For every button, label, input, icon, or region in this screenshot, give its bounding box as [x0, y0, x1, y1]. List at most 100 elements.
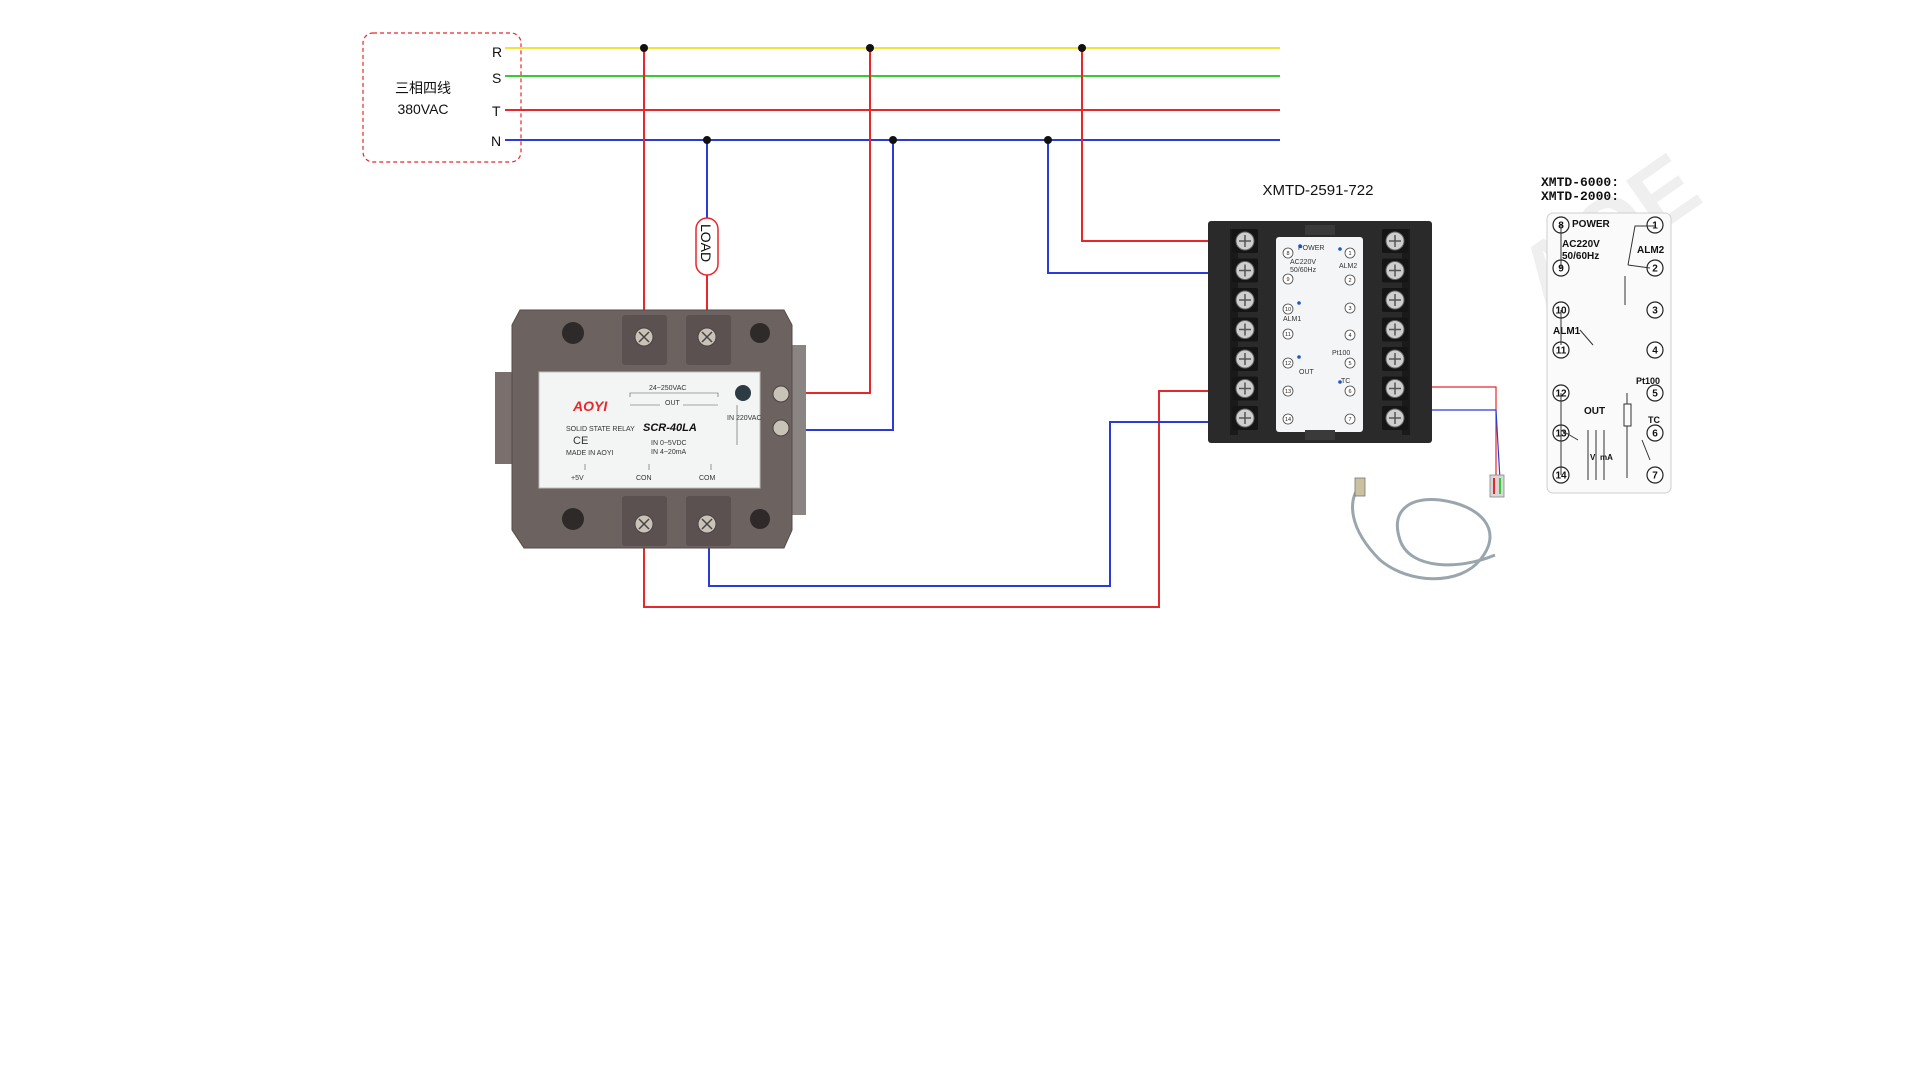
legend-terminal: [1646, 424, 1664, 442]
relay-bottom-label-con: CON: [636, 475, 652, 482]
controller-terminal-number-text: 12: [1285, 361, 1291, 367]
relay-terminal-screw: [772, 419, 790, 437]
relay-voltage: 24~250VAC: [649, 385, 686, 392]
wires: [643, 48, 1501, 608]
legend-terminal-number: 2: [1652, 264, 1658, 275]
relay-bottom-label-com: COM: [699, 475, 716, 482]
controller-terminal-number: [1344, 413, 1356, 425]
wire-N-to-relay-in: [795, 140, 894, 431]
controller-terminal-number-text: 13: [1285, 389, 1291, 395]
legend-out-label: OUT: [1584, 406, 1605, 417]
controller-terminal-number-text: 6: [1348, 389, 1351, 395]
relay-brand: AOYI: [572, 398, 608, 414]
relay-made-in: MADE IN AOYI: [566, 450, 614, 457]
ctrl-hz-label: 50/60Hz: [1290, 267, 1317, 274]
wire-sensor-red: [1412, 386, 1497, 480]
legend-ma-label: mA: [1600, 453, 1613, 462]
ctrl-alm1-label: ALM1: [1283, 316, 1301, 323]
legend-terminal-number: 3: [1652, 306, 1658, 317]
phase-label-N: N: [491, 133, 501, 149]
controller-terminal-number: [1344, 385, 1356, 397]
relay-in-420: IN 4~20mA: [651, 449, 687, 456]
controller-terminal-number-text: 1: [1348, 251, 1351, 257]
legend-v-label: V: [1590, 453, 1596, 462]
supply-box: 三相四线 380VAC: [362, 32, 522, 163]
wire-relay-com-to-out: [708, 421, 1245, 587]
controller-terminal-number: [1344, 274, 1356, 286]
load-label: LOAD: [698, 224, 714, 262]
controller-terminal-number-text: 9: [1286, 277, 1289, 283]
controller-terminal-number: [1344, 247, 1356, 259]
ctrl-alm2-label: ALM2: [1339, 263, 1357, 270]
ctrl-tc-label: TC: [1341, 378, 1350, 385]
controller-terminal-number: [1282, 328, 1294, 340]
supply-label-line2: 380VAC: [397, 101, 448, 117]
legend-power-label: POWER: [1572, 219, 1611, 230]
ce-mark-icon: CE: [573, 435, 588, 447]
wire-relay-plus-to-out: [643, 390, 1245, 608]
legend-terminal: [1646, 384, 1664, 402]
ctrl-ac-label: AC220V: [1290, 259, 1316, 266]
controller-terminal-number: [1282, 413, 1294, 425]
controller-terminal-number-text: 2: [1348, 278, 1351, 284]
legend-terminal-number: 7: [1652, 471, 1658, 482]
controller-terminal-number: [1282, 273, 1294, 285]
controller-model: XMTD-2591-722: [1263, 182, 1374, 199]
controller-terminal-number: [1344, 357, 1356, 369]
legend-terminal-number: 4: [1652, 346, 1658, 357]
wire-R2-to-relay-in: [795, 48, 871, 394]
legend-terminal: [1646, 216, 1664, 234]
controller-terminal-number: [1344, 329, 1356, 341]
phase-label-S: S: [492, 70, 501, 86]
legend-pt100-label: Pt100: [1636, 376, 1660, 386]
solid-state-relay: AOYI SCR-40LA SOLID STATE RELAY MADE IN …: [495, 309, 806, 549]
wire-R-to-controller-power: [1081, 48, 1245, 242]
legend-ac-label: AC220V: [1562, 239, 1600, 250]
controller-terminal-number: [1282, 357, 1294, 369]
legend-title-1: XMTD-6000:: [1541, 175, 1619, 190]
relay-terminal-screw: [772, 385, 790, 403]
legend-tc-label: TC: [1648, 415, 1660, 425]
controller-terminal-number-text: 5: [1348, 361, 1351, 367]
supply-label-line1: 三相四线: [395, 80, 451, 96]
relay-model: SCR-40LA: [643, 422, 697, 434]
controller-terminal-number: [1344, 302, 1356, 314]
relay-type-text: SOLID STATE RELAY: [566, 426, 635, 433]
legend-panel: [1546, 212, 1672, 494]
ctrl-power-label: POWER: [1298, 245, 1324, 252]
ctrl-pt100-label: Pt100: [1332, 350, 1350, 357]
relay-label-plate: [538, 371, 761, 489]
legend-terminal-number: 11: [1556, 346, 1567, 357]
wire-sensor-blue: [1412, 409, 1501, 481]
legend-terminal: [1646, 466, 1664, 484]
legend-terminal: [1646, 341, 1664, 359]
relay-bottom-label-plus5v: +5V: [571, 475, 584, 482]
ctrl-out-label: OUT: [1299, 369, 1315, 376]
controller-terminal-number: [1282, 385, 1294, 397]
controller-terminal-number-text: 8: [1286, 251, 1289, 257]
legend-title-2: XMTD-2000:: [1541, 189, 1619, 204]
controller-terminal-number: [1282, 247, 1294, 259]
controller-terminal-number: [1282, 303, 1294, 315]
controller-terminal-number-text: 11: [1285, 332, 1291, 338]
controller-terminal-number-text: 7: [1348, 417, 1351, 423]
legend-terminal-number: 9: [1558, 264, 1564, 275]
relay-out-label: OUT: [665, 400, 681, 407]
legend-alm1-label: ALM1: [1553, 326, 1581, 337]
relay-in-05: IN 0~5VDC: [651, 440, 687, 447]
legend-hz-label: 50/60Hz: [1562, 251, 1599, 262]
phase-label-T: T: [492, 103, 501, 119]
legend-terminal-number: 1: [1652, 221, 1658, 232]
legend-terminal: [1646, 301, 1664, 319]
thermocouple-sensor: [1351, 474, 1505, 581]
phase-label-R: R: [492, 44, 502, 60]
controller-terminal-number-text: 14: [1285, 417, 1291, 423]
legend-terminal-number: 5: [1652, 389, 1658, 400]
legend-terminal-number: 6: [1652, 429, 1658, 440]
controller-terminal-number-text: 10: [1285, 307, 1291, 313]
junction-dots: [640, 44, 1086, 144]
wire-N-to-controller-power: [1047, 140, 1245, 274]
controller-terminal-number-text: 3: [1348, 306, 1351, 312]
